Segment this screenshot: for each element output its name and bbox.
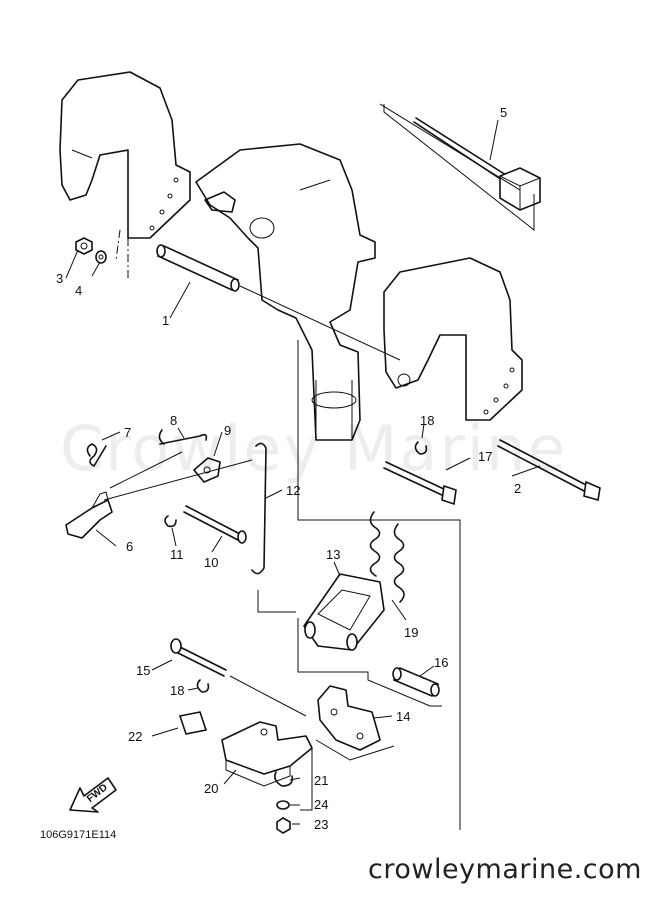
part-label-11[interactable]: 11 (170, 547, 184, 562)
part-label-3[interactable]: 3 (56, 271, 64, 286)
part-22-bushing (178, 711, 208, 735)
part-13-bracket (303, 573, 385, 651)
part-label-7[interactable]: 7 (124, 425, 132, 440)
part-16-tube (392, 666, 440, 698)
part-label-8[interactable]: 8 (170, 413, 178, 428)
right-clamp-bracket (383, 257, 523, 421)
part-20-plate (221, 721, 313, 787)
left-clamp-bracket (59, 71, 191, 239)
part-3-nut (75, 237, 93, 255)
part-7-spring (86, 443, 107, 467)
part-label-9[interactable]: 9 (224, 423, 232, 438)
part-label-23[interactable]: 23 (314, 817, 329, 832)
part-10-pin (183, 505, 247, 544)
part-label-4[interactable]: 4 (75, 283, 83, 298)
part-17-bolt (383, 461, 457, 506)
part-2-bolt (497, 439, 601, 502)
part-label-20[interactable]: 20 (204, 781, 219, 796)
part-label-17[interactable]: 17 (478, 449, 493, 464)
watermark-text: Crowley Marine (60, 412, 568, 485)
footer-brand[interactable]: crowleymarine.com (368, 854, 642, 885)
part-label-13[interactable]: 13 (326, 547, 341, 562)
part-label-19[interactable]: 19 (404, 625, 419, 640)
part-19-springs (369, 511, 405, 603)
part-label-18a[interactable]: 18 (420, 413, 435, 428)
fwd-arrow-icon (69, 777, 117, 813)
part-label-22[interactable]: 22 (128, 729, 143, 744)
part-label-1[interactable]: 1 (162, 313, 170, 328)
diagram-code: 106G9171E114 (40, 829, 117, 841)
part-label-24[interactable]: 24 (314, 797, 329, 812)
part-11-clip (164, 515, 177, 528)
part-24-washer (276, 800, 290, 810)
part-label-18b[interactable]: 18 (170, 683, 185, 698)
part-label-16[interactable]: 16 (434, 655, 449, 670)
part-18b-clip (196, 679, 210, 693)
part-label-6[interactable]: 6 (126, 539, 134, 554)
part-14-plate (317, 685, 381, 751)
part-8-rod (158, 429, 208, 445)
swivel-bracket (195, 143, 376, 441)
part-18a-clip (414, 441, 428, 455)
part-6-lever (65, 491, 113, 539)
part-1-tube (156, 244, 240, 292)
part-4-washer (95, 250, 107, 264)
part-15-pin (170, 638, 227, 677)
part-label-12[interactable]: 12 (286, 483, 301, 498)
part-21-clip (274, 771, 294, 787)
part-label-5[interactable]: 5 (500, 105, 508, 120)
part-label-14[interactable]: 14 (396, 709, 411, 724)
part-label-10[interactable]: 10 (204, 555, 219, 570)
part-label-15[interactable]: 15 (136, 663, 151, 678)
part-23-nut (276, 817, 291, 834)
leader-lines (65, 103, 541, 830)
part-label-21[interactable]: 21 (314, 773, 329, 788)
part-12-rod (251, 442, 267, 575)
part-label-2[interactable]: 2 (514, 481, 522, 496)
